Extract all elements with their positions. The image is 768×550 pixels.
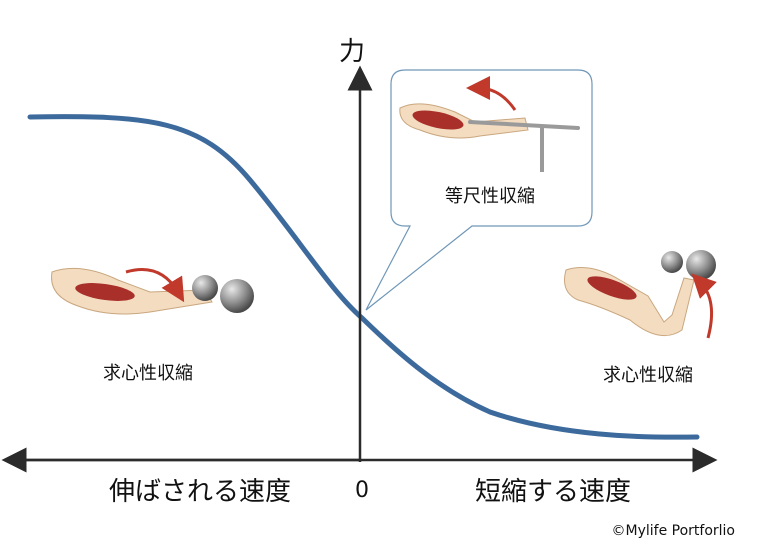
right-red-arrow — [691, 273, 717, 339]
copyright-text: ©Mylife Portforlio — [612, 523, 735, 539]
right-dumbbell — [661, 251, 683, 273]
isometric-arm-illustration — [399, 76, 580, 172]
x-right-label: 短縮する速度 — [475, 477, 631, 507]
isometric-red-arrow — [466, 76, 517, 111]
right-panel-label: 求心性収縮 — [603, 365, 693, 386]
left-panel-label: 求心性収縮 — [103, 363, 193, 384]
origin-label: 0 — [355, 478, 369, 503]
x-left-label: 伸ばされる速度 — [109, 477, 291, 507]
left-red-arrow — [125, 268, 185, 303]
left-arm-illustration — [51, 267, 254, 315]
left-dumbbell — [192, 275, 218, 301]
right-arm-illustration — [564, 250, 717, 339]
y-axis-label: 力 — [339, 37, 365, 67]
callout-label: 等尺性収縮 — [445, 186, 535, 207]
force-velocity-curve — [27, 114, 700, 440]
